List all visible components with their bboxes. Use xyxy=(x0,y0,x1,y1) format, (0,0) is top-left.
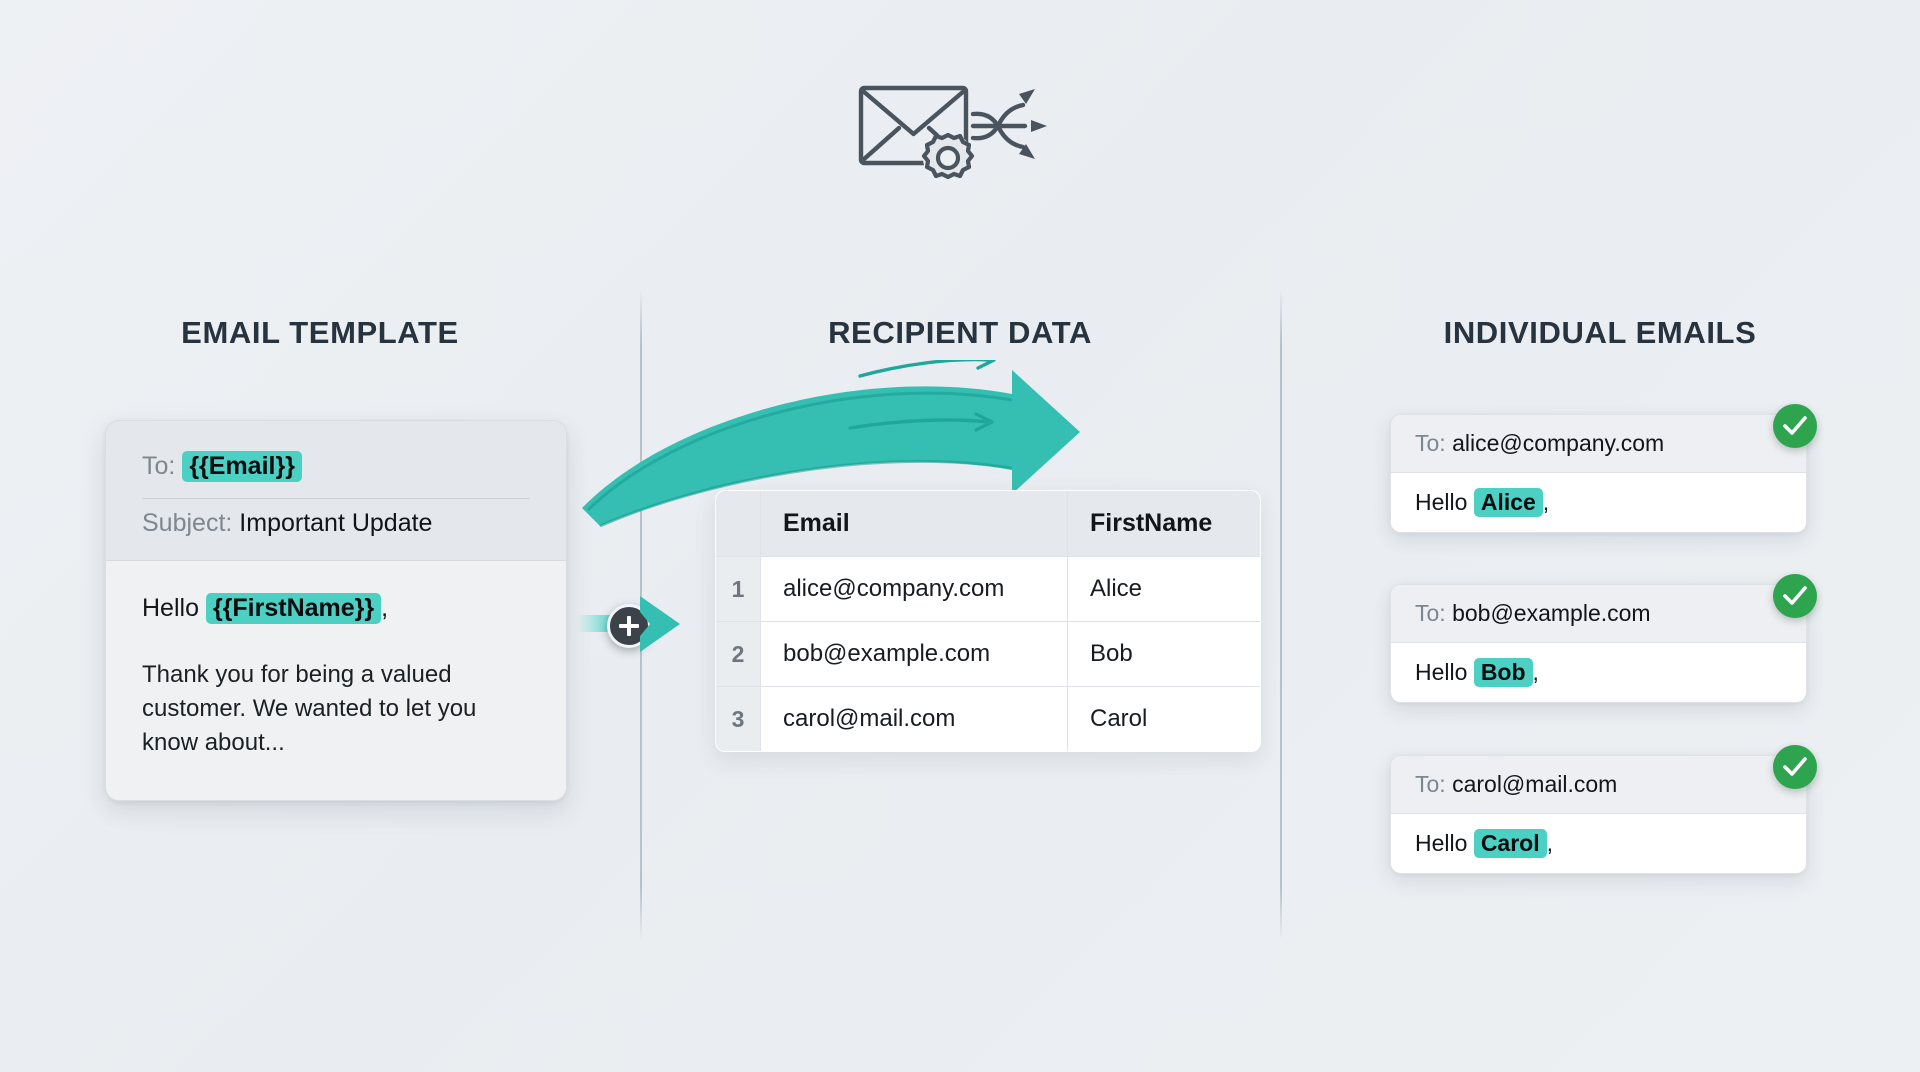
template-subject-label: Subject: xyxy=(142,509,233,537)
cell-firstname[interactable]: Carol xyxy=(1067,686,1260,751)
email-template-card[interactable]: To: {{Email}} Subject: Important Update … xyxy=(105,420,567,802)
generated-greeting-prefix: Hello xyxy=(1415,659,1468,685)
generated-greeting-prefix: Hello xyxy=(1415,830,1468,856)
row-number: 3 xyxy=(716,686,761,751)
sent-check-icon xyxy=(1773,404,1817,448)
generated-email-to-address: alice@company.com xyxy=(1452,430,1665,456)
generated-email-to-label: To: xyxy=(1415,771,1446,797)
generated-greeting-suffix: , xyxy=(1546,830,1553,856)
table-row[interactable]: 3 carol@mail.com Carol xyxy=(716,686,1260,751)
table-row[interactable]: 2 bob@example.com Bob xyxy=(716,621,1260,687)
column-divider-right xyxy=(1280,288,1282,940)
sent-check-icon xyxy=(1773,574,1817,618)
merge-flow-arrow xyxy=(560,350,1200,565)
template-greeting-prefix: Hello xyxy=(142,594,199,622)
table-row[interactable]: 1 alice@company.com Alice xyxy=(716,556,1260,622)
column-header-email[interactable]: Email xyxy=(760,491,1068,557)
sent-check-icon xyxy=(1773,745,1817,789)
generated-email-to-label: To: xyxy=(1415,430,1446,456)
template-divider xyxy=(142,498,530,499)
generated-email-card[interactable]: To: bob@example.com Hello Bob, xyxy=(1390,584,1807,703)
envelope-gear-arrows-icon xyxy=(855,70,1065,190)
connector-arrow-icon xyxy=(636,592,684,661)
generated-email-to-address: carol@mail.com xyxy=(1452,771,1618,797)
cell-firstname[interactable]: Alice xyxy=(1067,556,1260,622)
cell-email[interactable]: bob@example.com xyxy=(760,621,1068,687)
generated-greeting-prefix: Hello xyxy=(1415,489,1468,515)
generated-email-greeting: Hello Carol, xyxy=(1391,814,1806,873)
template-to-label: To: xyxy=(142,452,176,480)
email-merge-token: {{Email}} xyxy=(182,451,302,482)
generated-email-to-label: To: xyxy=(1415,600,1446,626)
template-greeting: Hello {{FirstName}}, xyxy=(142,593,530,624)
generated-email-card[interactable]: To: carol@mail.com Hello Carol, xyxy=(1390,755,1807,874)
generated-email-to-row: To: alice@company.com xyxy=(1391,415,1806,473)
template-header: To: {{Email}} Subject: Important Update xyxy=(106,421,566,560)
table-body: 1 alice@company.com Alice 2 bob@example.… xyxy=(716,556,1260,751)
generated-email-greeting: Hello Bob, xyxy=(1391,643,1806,702)
merged-firstname-value: Bob xyxy=(1473,658,1533,687)
template-to-row: To: {{Email}} xyxy=(142,445,530,498)
column-title-recipient-data: RECIPIENT DATA xyxy=(828,315,1092,350)
template-body-text: Thank you for being a valued customer. W… xyxy=(142,661,477,757)
column-title-individual-emails: INDIVIDUAL EMAILS xyxy=(1443,315,1757,350)
generated-email-to-row: To: carol@mail.com xyxy=(1391,756,1806,814)
merged-firstname-value: Carol xyxy=(1473,829,1547,858)
generated-email-to-address: bob@example.com xyxy=(1452,600,1651,626)
merged-firstname-value: Alice xyxy=(1473,488,1543,517)
firstname-merge-token: {{FirstName}} xyxy=(205,593,382,624)
template-greeting-suffix: , xyxy=(381,594,389,622)
column-title-template: EMAIL TEMPLATE xyxy=(181,315,459,350)
column-header-firstname[interactable]: FirstName xyxy=(1067,491,1260,557)
template-subject-row: Subject: Important Update xyxy=(142,503,530,554)
recipient-data-table[interactable]: Email FirstName 1 alice@company.com Alic… xyxy=(715,490,1261,752)
cell-email[interactable]: carol@mail.com xyxy=(760,686,1068,751)
cell-firstname[interactable]: Bob xyxy=(1067,621,1260,687)
row-number: 2 xyxy=(716,621,761,687)
cell-email[interactable]: alice@company.com xyxy=(760,556,1068,622)
generated-email-card[interactable]: To: alice@company.com Hello Alice, xyxy=(1390,414,1807,533)
generated-email-greeting: Hello Alice, xyxy=(1391,473,1806,532)
generated-greeting-suffix: , xyxy=(1532,659,1539,685)
template-body: Hello {{FirstName}}, Thank you for being… xyxy=(106,560,566,801)
table-header-row: Email FirstName xyxy=(716,491,1260,557)
template-subject-value: Important Update xyxy=(239,509,433,537)
generated-email-to-row: To: bob@example.com xyxy=(1391,585,1806,643)
row-number: 1 xyxy=(716,556,761,622)
row-number-header xyxy=(716,491,761,557)
generated-greeting-suffix: , xyxy=(1542,489,1550,515)
